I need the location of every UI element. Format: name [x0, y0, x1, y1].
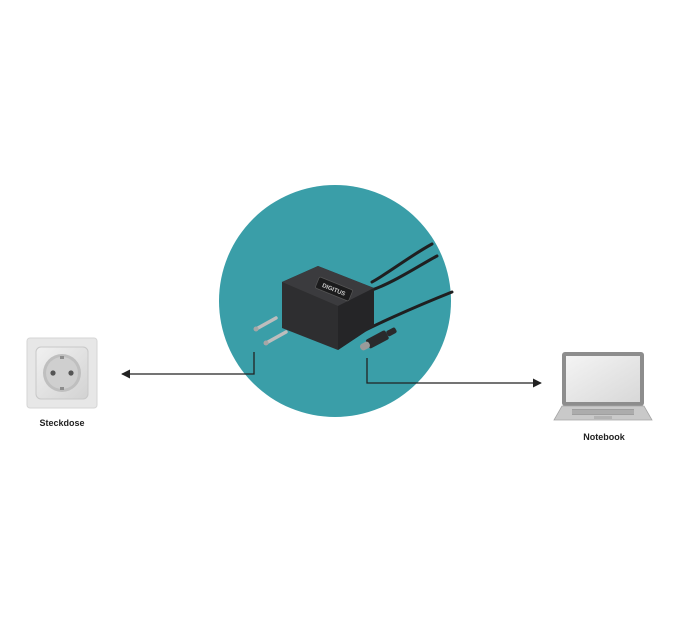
socket-label: Steckdose: [39, 418, 85, 428]
usb-c-connector: [359, 327, 397, 351]
notebook-label: Notebook: [583, 432, 625, 442]
laptop-screen: [566, 356, 640, 402]
usb-c-charger-icon: DIGITUS: [253, 242, 454, 351]
socket-connection-arrow: [121, 352, 255, 379]
laptop-touchpad: [594, 416, 612, 419]
wall-socket-icon: [26, 337, 98, 409]
notebook-connection-arrow: [366, 358, 542, 388]
socket-hole-right: [68, 370, 74, 376]
laptop-icon: [553, 352, 653, 421]
plug-pins: [253, 316, 288, 346]
charger-front-face: [338, 288, 374, 350]
laptop-keyboard: [572, 409, 634, 415]
socket-hole-left: [50, 370, 56, 376]
